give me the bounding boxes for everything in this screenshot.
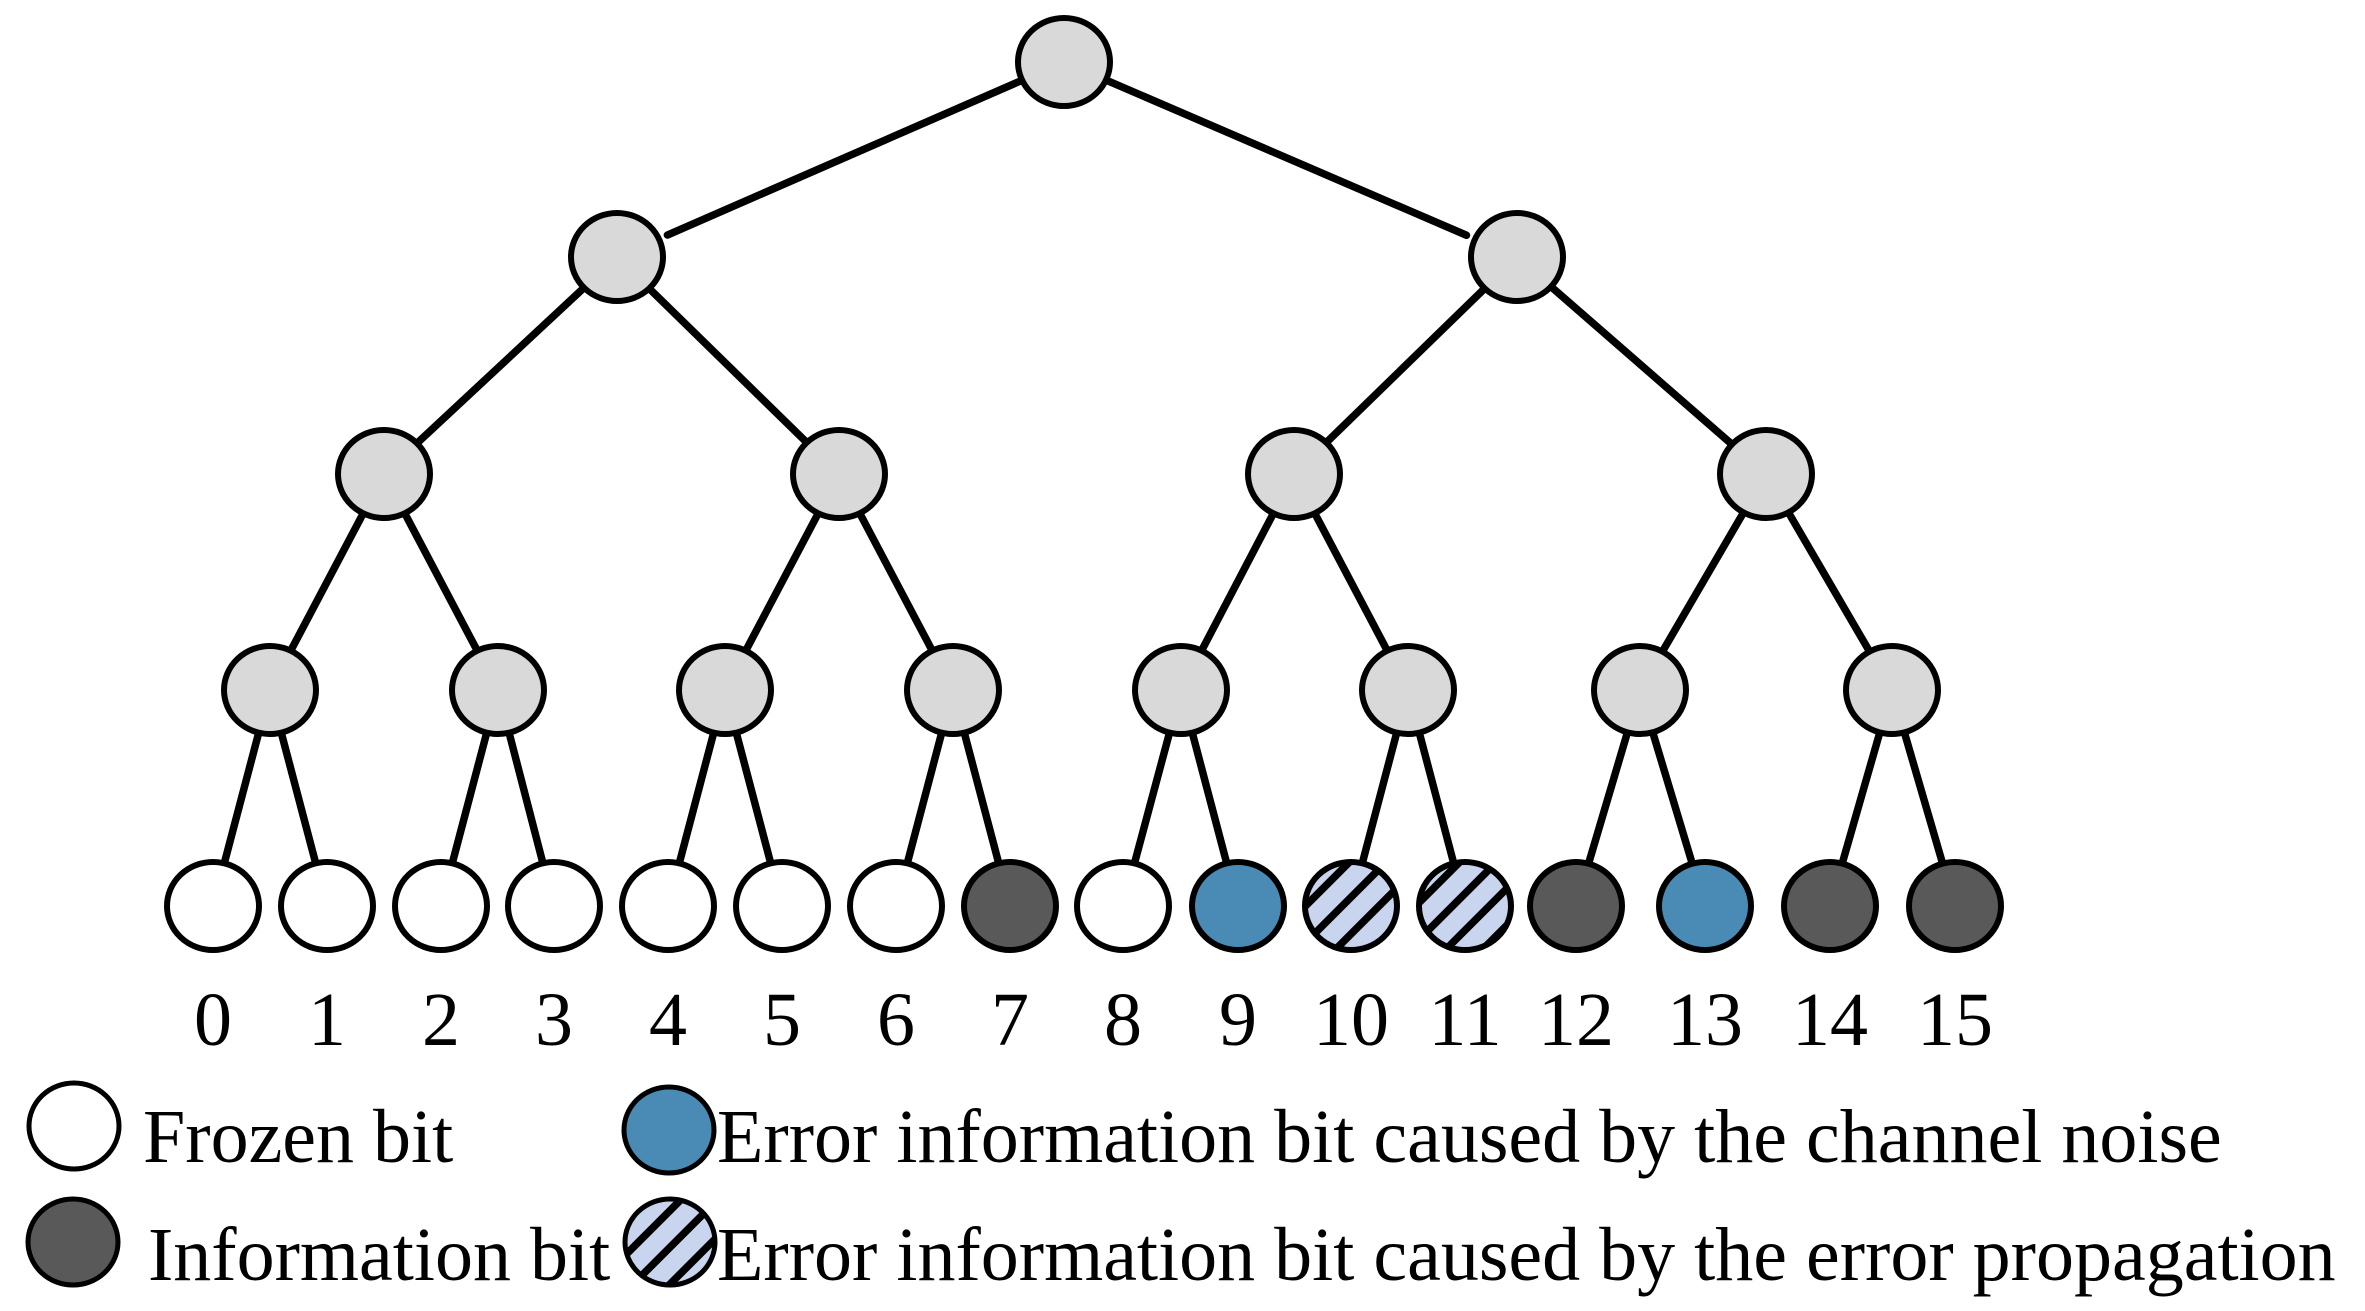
internal-node-L3-7 [1843,643,1941,737]
tree-edge [663,58,1068,239]
legend-label-information: Information bit [148,1213,610,1297]
legend-swatch-error_propagation [622,1196,718,1288]
tree-edge [614,254,842,477]
leaf-label-5: 5 [763,978,801,1062]
leaf-node-4-frozen [619,859,717,953]
leaf-node-1-frozen [278,859,376,953]
leaf-label-10: 10 [1313,978,1389,1062]
leaf-label-11: 11 [1428,978,1501,1062]
leaf-node-7-information [961,859,1059,953]
internal-node-L3-5 [1359,643,1457,737]
leaf-label-6: 6 [877,978,915,1062]
leaf-node-5-frozen [733,859,831,953]
internal-node-L2-1 [790,427,888,521]
leaf-node-6-frozen [847,859,945,953]
leaf-label-3: 3 [535,978,573,1062]
internal-node-L2-0 [335,427,433,521]
internal-node-L3-3 [904,643,1002,737]
tree-edge [381,254,620,477]
leaf-node-8-frozen [1074,859,1172,953]
leaf-label-0: 0 [194,978,232,1062]
internal-node-L3-4 [1132,643,1230,737]
internal-node-L3-6 [1591,643,1689,737]
internal-node-L3-0 [221,643,319,737]
legend-swatch-error_channel [621,1084,717,1176]
leaf-node-13-error_channel [1656,859,1754,953]
leaf-node-0-frozen [164,859,262,953]
internal-node-L1-1 [1468,210,1566,304]
internal-node-L3-2 [676,643,774,737]
leaf-label-1: 1 [308,978,346,1062]
leaf-node-12-information [1527,859,1625,953]
tree-edge [1514,254,1769,477]
internal-node-L2-2 [1245,427,1343,521]
leaf-label-4: 4 [649,978,687,1062]
internal-node-L3-1 [449,643,547,737]
leaf-label-13: 13 [1667,978,1743,1062]
tree-nodes-layer [164,15,2004,953]
internal-node-L2-3 [1717,427,1815,521]
tree-edge [1291,254,1520,477]
leaf-label-8: 8 [1104,978,1142,1062]
leaf-node-2-frozen [392,859,490,953]
tree-edges-layer [209,58,1959,908]
leaf-label-12: 12 [1538,978,1614,1062]
leaf-label-14: 14 [1792,978,1868,1062]
legend-label-frozen: Frozen bit [143,1095,453,1179]
legend-label-error_channel: Error information bit caused by the chan… [717,1095,2222,1179]
leaf-label-7: 7 [991,978,1029,1062]
leaf-node-11-error_propagation [1416,859,1514,953]
legend-swatch-information [25,1196,121,1288]
legend-swatch-frozen [26,1080,122,1172]
leaf-node-15-information [1906,859,2004,953]
legend-label-error_propagation: Error information bit caused by the erro… [717,1213,2336,1297]
internal-node-L0-0 [1015,15,1113,109]
leaf-node-9-error_channel [1189,859,1287,953]
leaf-label-15: 15 [1917,978,1993,1062]
internal-node-L1-0 [568,210,666,304]
tree-edge [1060,58,1471,240]
leaf-node-3-frozen [505,859,603,953]
leaf-label-9: 9 [1219,978,1257,1062]
leaf-node-14-information [1781,859,1879,953]
leaf-node-10-error_propagation [1302,859,1400,953]
leaf-label-2: 2 [422,978,460,1062]
